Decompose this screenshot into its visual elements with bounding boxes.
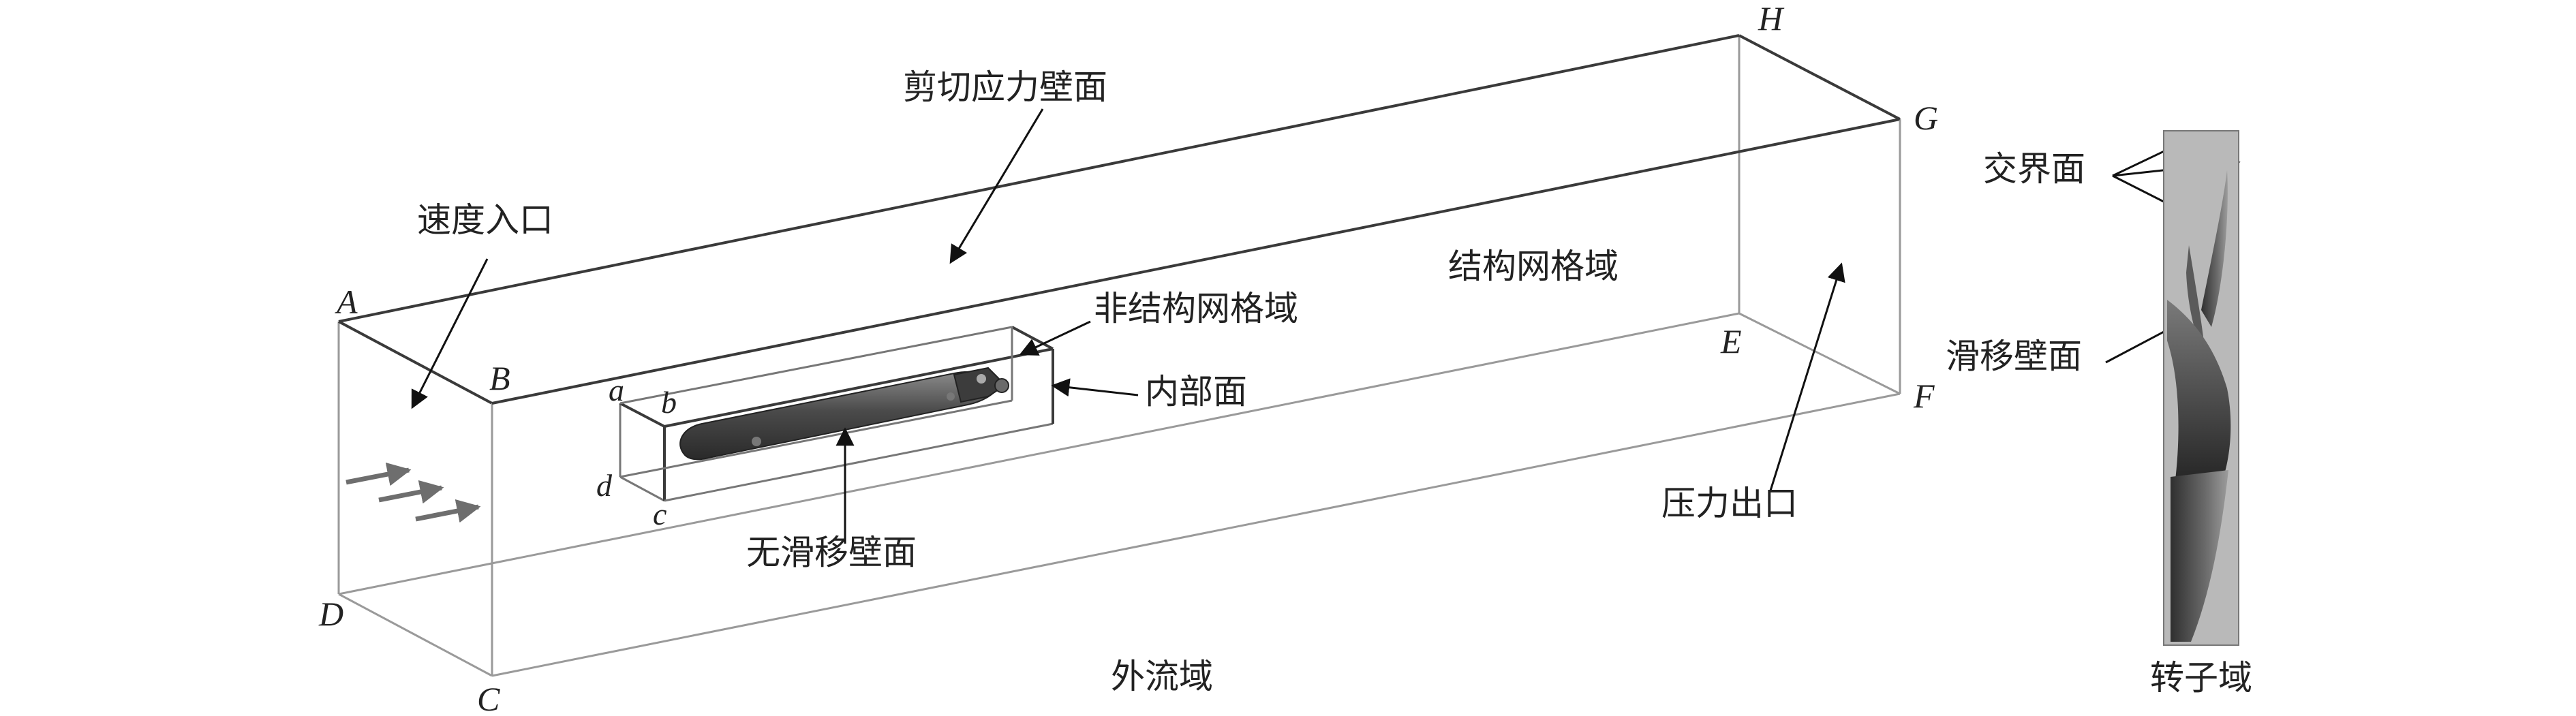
vertex-b: b	[661, 385, 677, 420]
annotation-arrows	[411, 108, 2241, 544]
rotor-domain	[2163, 130, 2239, 646]
vertex-G: G	[1914, 99, 1938, 137]
label-unstructured-mesh: 非结构网格域	[1094, 289, 1298, 328]
vertex-H: H	[1758, 0, 1785, 37]
label-sliding-wall: 滑移壁面	[1946, 337, 2082, 376]
vertex-F: F	[1913, 377, 1935, 415]
label-rotor-domain: 转子域	[2150, 658, 2252, 698]
label-velocity-inlet: 速度入口	[417, 200, 553, 240]
vertex-A: A	[335, 283, 358, 321]
label-shear-wall: 剪切应力壁面	[903, 67, 1107, 107]
inflow-arrows	[346, 462, 481, 523]
submarine-body	[679, 367, 1009, 461]
vertex-E: E	[1720, 322, 1742, 360]
outer-domain-box	[337, 34, 1901, 677]
vertex-c: c	[653, 497, 666, 531]
vertex-C: C	[477, 680, 500, 716]
vertex-a: a	[609, 373, 624, 407]
vertex-B: B	[489, 359, 510, 397]
label-interface: 交界面	[1983, 149, 2085, 189]
label-interior-face: 内部面	[1145, 372, 1247, 411]
label-outer-domain: 外流域	[1111, 657, 1213, 696]
vertex-D: D	[318, 595, 343, 633]
inner-mesh-box	[619, 326, 1054, 502]
vertex-d: d	[596, 468, 613, 503]
label-no-slip-wall: 无滑移壁面	[746, 533, 917, 572]
label-pressure-outlet: 压力出口	[1661, 484, 1798, 523]
label-structured-mesh: 结构网格域	[1448, 247, 1619, 286]
